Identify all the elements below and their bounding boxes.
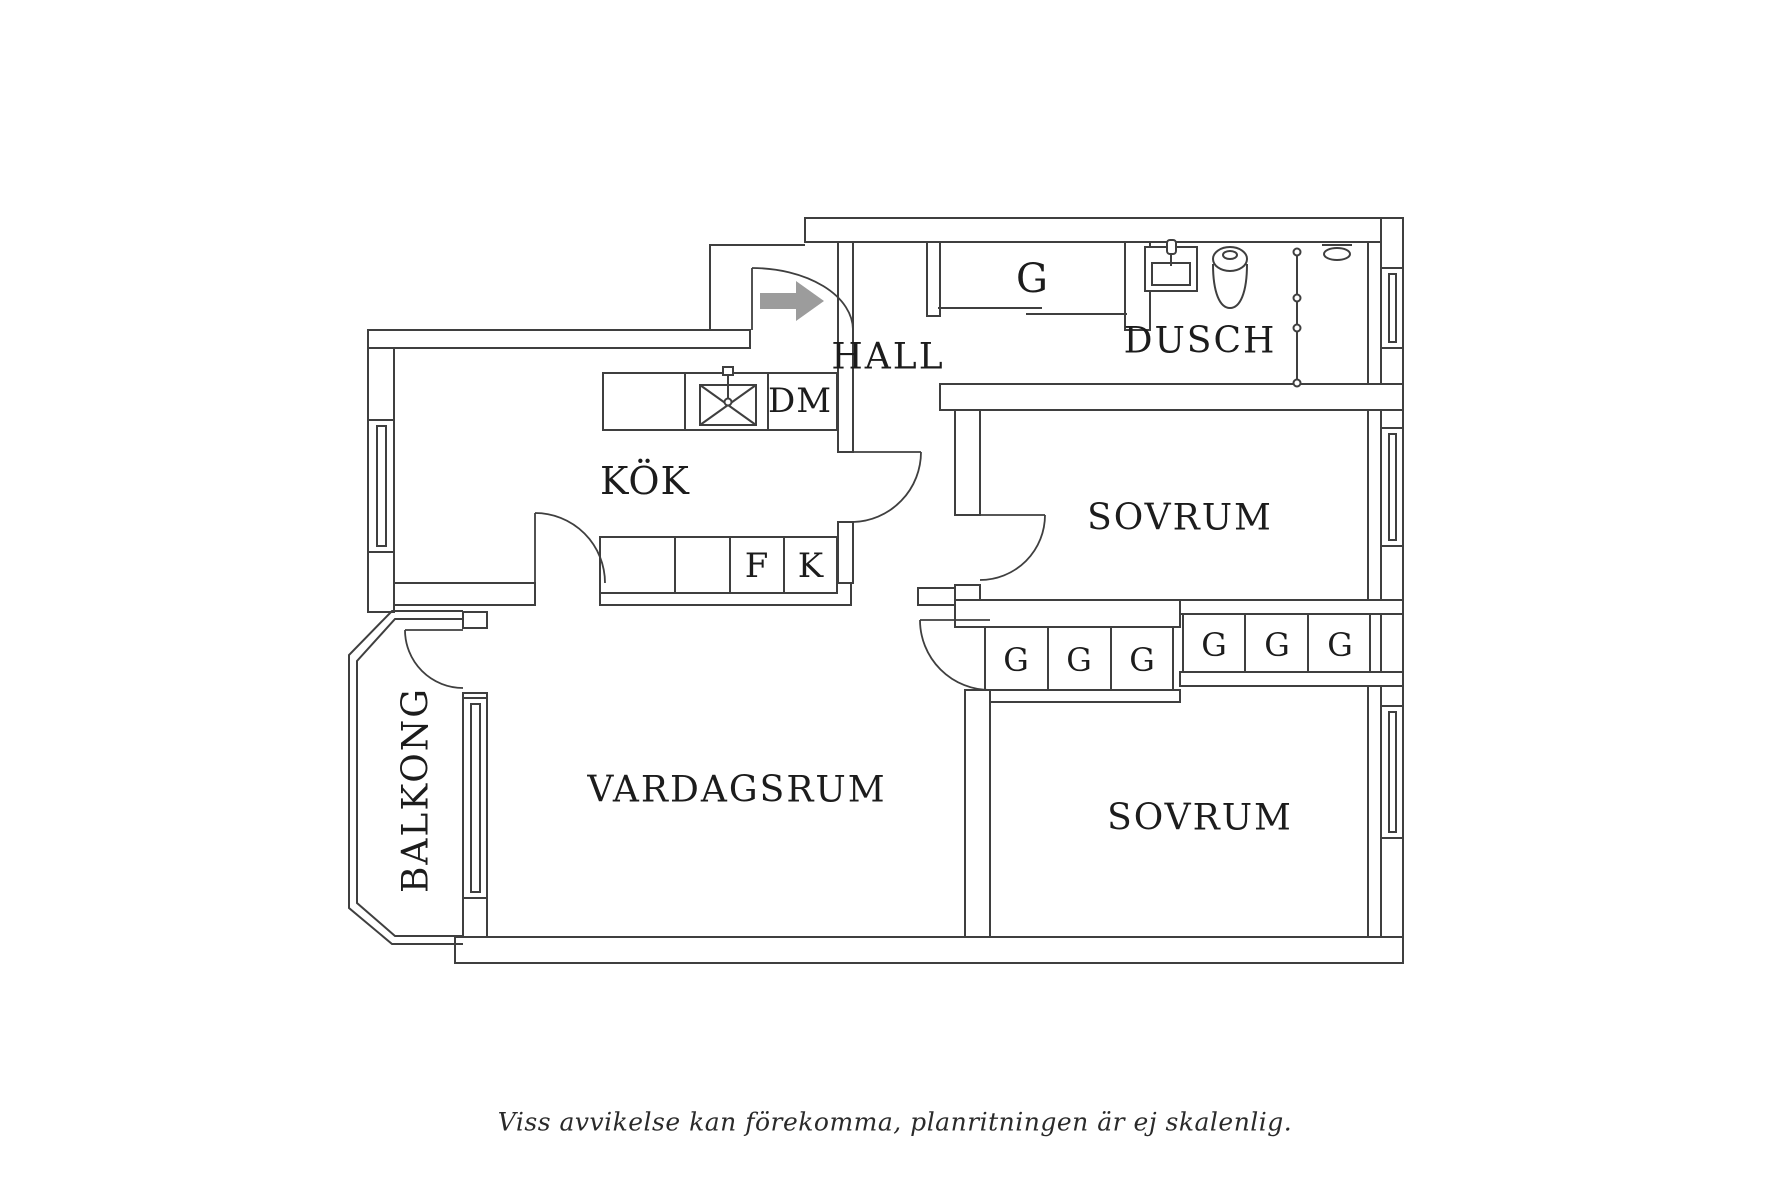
kitchen-sink-icon <box>699 366 757 426</box>
room-label-dusch: DUSCH <box>1123 320 1277 362</box>
room-label-balkong: BALKONG <box>395 686 437 894</box>
wardrobe-row-right <box>1182 613 1371 673</box>
bathroom-sink-icon <box>1144 239 1198 292</box>
bedroom-lower-door <box>919 619 991 691</box>
wardrobe-label-4: G <box>1201 626 1227 664</box>
wardrobe-label-top: G <box>1016 256 1048 302</box>
room-label-sovrum-upper: SOVRUM <box>1087 497 1273 539</box>
hall-living-door <box>852 451 922 523</box>
balcony-outline <box>348 610 463 945</box>
wardrobe-label-6: G <box>1327 626 1353 664</box>
room-label-kok: KÖK <box>600 459 690 503</box>
disclaimer-text: Viss avvikelse kan förekomma, planritnin… <box>497 1107 1293 1137</box>
kitchen-counter-bottom <box>599 536 838 594</box>
livingroom-window <box>462 697 488 899</box>
room-label-hall: HALL <box>831 336 945 378</box>
kitchen-counter-top <box>602 366 838 431</box>
entrance-porch <box>709 244 805 330</box>
fixture-label-dm: DM <box>767 381 833 421</box>
doors <box>404 267 1046 691</box>
kitchen-window <box>367 419 395 553</box>
windows <box>367 267 1404 899</box>
wardrobe-label-1: G <box>1003 641 1029 679</box>
kitchen-door <box>534 512 606 584</box>
closet-sliding-doors <box>938 307 1127 315</box>
room-label-vardagsrum: VARDAGSRUM <box>587 769 887 811</box>
bedroom-lower-window <box>1380 705 1404 839</box>
wardrobe-label-5: G <box>1264 626 1290 664</box>
bedroom-upper-door <box>979 514 1046 581</box>
shower-icon <box>1292 244 1352 388</box>
fixture-label-f: F <box>744 546 770 586</box>
balcony-door <box>404 629 464 689</box>
dusch-window <box>1380 267 1404 349</box>
toilet-icon <box>1212 246 1248 310</box>
fixture-label-k: K <box>797 546 825 586</box>
room-label-sovrum-lower: SOVRUM <box>1107 797 1293 839</box>
wardrobe-row-left <box>984 626 1174 691</box>
wardrobe-label-2: G <box>1066 641 1092 679</box>
entrance-door <box>751 267 854 331</box>
wardrobe-label-3: G <box>1129 641 1155 679</box>
entrance-arrow-icon <box>760 281 824 321</box>
bedroom-upper-window <box>1380 427 1404 547</box>
